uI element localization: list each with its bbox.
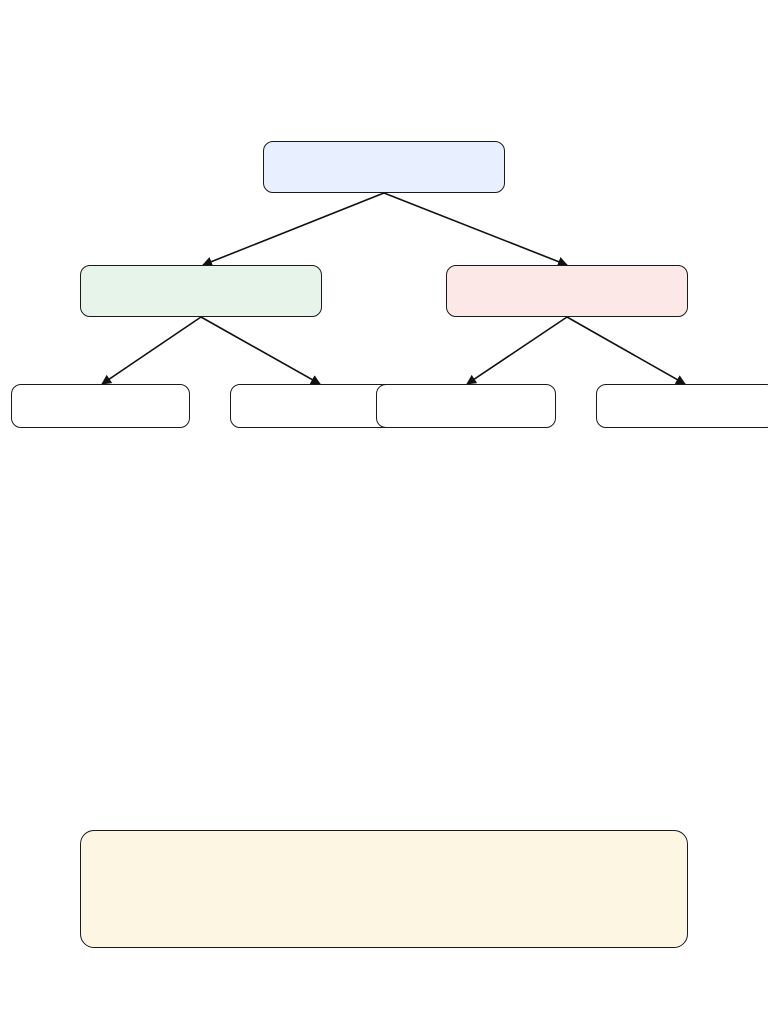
edge-right-to-leaf-3 — [466, 316, 568, 385]
leaf-node-1 — [11, 384, 190, 428]
edge-root-to-right — [383, 192, 568, 267]
leaf-node-2 — [230, 384, 400, 428]
note-box — [80, 830, 688, 948]
right-branch-node — [446, 265, 688, 317]
root-node — [263, 141, 505, 193]
leaf-node-4 — [596, 384, 768, 428]
edge-left-to-leaf-1 — [101, 316, 202, 385]
edge-right-to-leaf-4 — [566, 316, 686, 385]
edge-root-to-left — [202, 192, 385, 267]
edge-left-to-leaf-2 — [200, 316, 321, 385]
leaf-node-3 — [376, 384, 556, 428]
left-branch-node — [80, 265, 322, 317]
